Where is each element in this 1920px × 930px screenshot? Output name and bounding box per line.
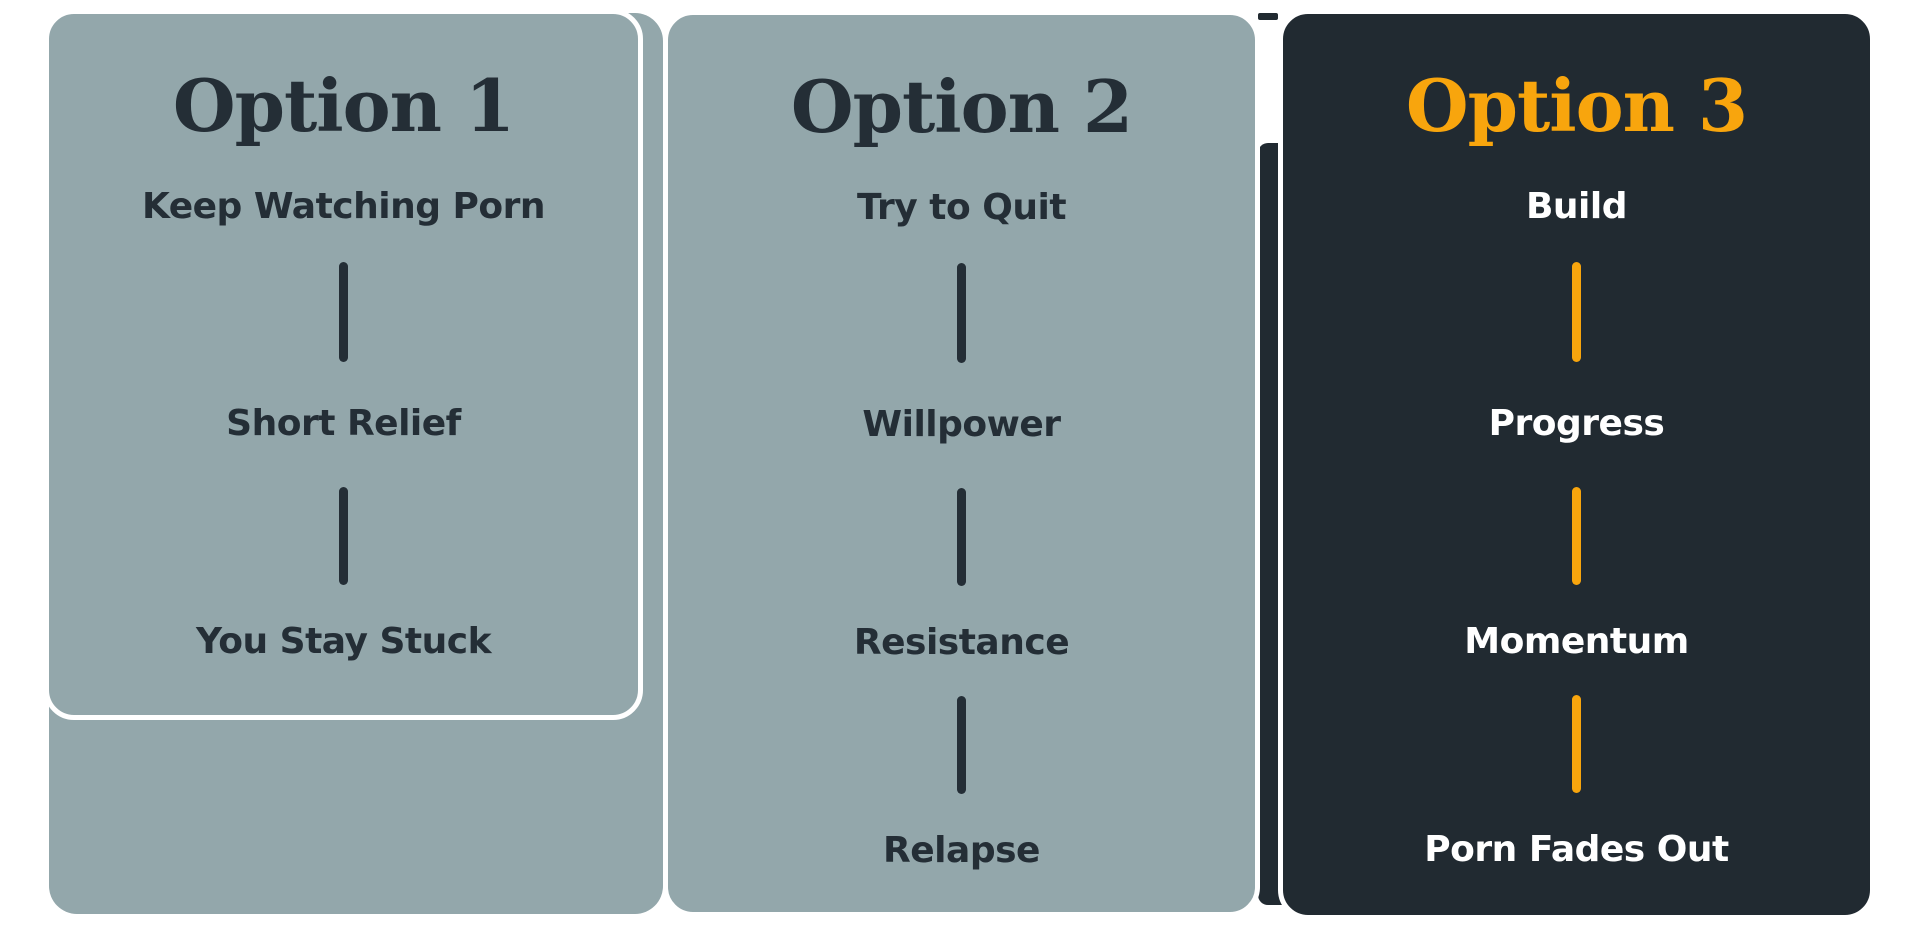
flow-connector-line	[957, 696, 966, 794]
option-3-card: Option 3 Build Progress Momentum Porn Fa…	[1278, 9, 1875, 920]
flow-connector-line	[339, 262, 348, 362]
option-2-step-4: Relapse	[883, 830, 1040, 871]
option-2-step-2: Willpower	[862, 404, 1061, 445]
option-3-step-4: Porn Fades Out	[1424, 829, 1729, 870]
option-3-step-1: Build	[1525, 186, 1628, 227]
option-2-title: Option 2	[790, 64, 1133, 149]
option-1-step-3: You Stay Stuck	[195, 621, 492, 662]
option-2-step-3: Resistance	[853, 622, 1070, 663]
option-1-step-2: Short Relief	[226, 403, 461, 444]
option-1-card: Option 1 Keep Watching Porn Short Relief…	[44, 9, 643, 720]
option-3-step-2: Progress	[1488, 403, 1665, 444]
flow-connector-line	[1572, 695, 1581, 793]
option-1-step-1: Keep Watching Porn	[141, 186, 546, 227]
flow-connector-line	[1572, 487, 1581, 585]
option-2-step-1: Try to Quit	[856, 187, 1067, 228]
option-2-card: Option 2 Try to Quit Willpower Resistanc…	[663, 10, 1260, 917]
flow-connector-line	[957, 488, 966, 586]
flow-connector-line	[339, 487, 348, 585]
option-3-backdrop-notch	[1258, 13, 1278, 20]
option-3-title: Option 3	[1405, 63, 1748, 148]
option-1-title: Option 1	[172, 63, 515, 148]
flow-connector-line	[957, 263, 966, 363]
flow-connector-line	[1572, 262, 1581, 362]
option-3-step-3: Momentum	[1464, 621, 1689, 662]
